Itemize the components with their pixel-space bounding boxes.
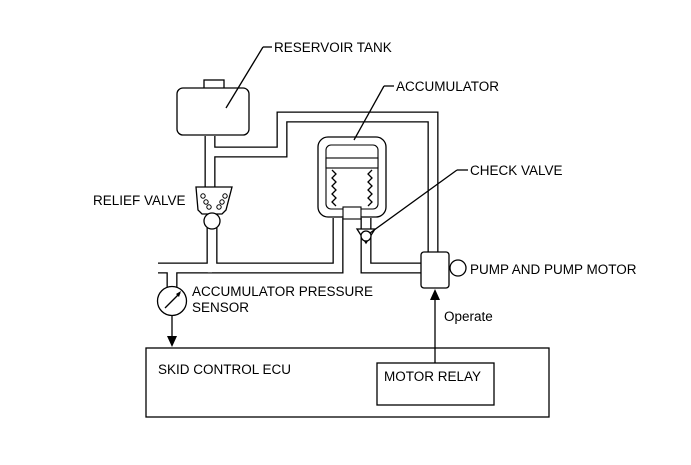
accumulator-label: ACCUMULATOR bbox=[396, 79, 499, 94]
accumulator-pressure-sensor-label-line1: ACCUMULATOR PRESSURE bbox=[192, 284, 373, 299]
leader-lines bbox=[225, 46, 468, 234]
relief-valve bbox=[195, 186, 233, 230]
pump-and-pump-motor-label: PUMP AND PUMP MOTOR bbox=[470, 262, 637, 277]
reservoir-tank-label: RESERVOIR TANK bbox=[274, 40, 392, 55]
accumulator-pressure-sensor bbox=[156, 285, 188, 347]
accumulator bbox=[317, 136, 387, 220]
pump-and-pump-motor bbox=[420, 251, 467, 289]
motor-relay: MOTOR RELAY bbox=[376, 362, 495, 406]
operate-arrow bbox=[430, 289, 440, 363]
relief-valve-label: RELIEF VALVE bbox=[93, 193, 186, 208]
operate-label: Operate bbox=[444, 309, 493, 324]
accumulator-pressure-sensor-label-line2: SENSOR bbox=[192, 300, 249, 315]
motor-relay-label: MOTOR RELAY bbox=[384, 369, 481, 384]
skid-control-ecu-label: SKID CONTROL ECU bbox=[158, 362, 291, 377]
check-valve-label: CHECK VALVE bbox=[470, 163, 563, 178]
